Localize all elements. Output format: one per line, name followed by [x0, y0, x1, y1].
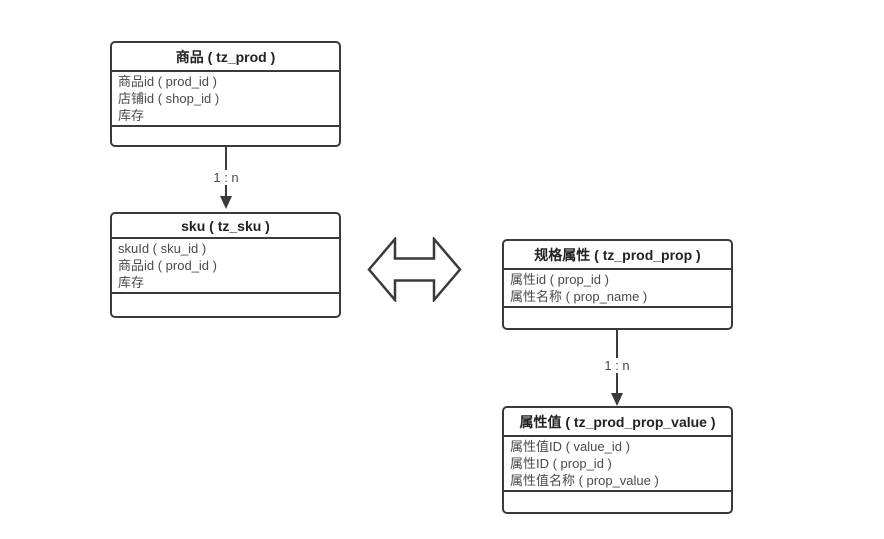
- double-horizontal-arrow-icon: [367, 237, 462, 302]
- entity-row: 属性名称 ( prop_name ): [510, 289, 648, 304]
- entity-sku-rows: skuId ( sku_id ) 商品id ( prod_id ) 库存: [112, 239, 339, 294]
- arrow-down-icon: [220, 196, 232, 209]
- entity-row: 属性ID ( prop_id ): [510, 456, 612, 471]
- entity-prod-prop-empty-section: [504, 308, 731, 328]
- entity-row: 属性值ID ( value_id ): [510, 439, 630, 454]
- entity-prod-prop-title: 规格属性 ( tz_prod_prop ): [504, 241, 731, 270]
- entity-prod-prop-value-empty-section: [504, 492, 731, 512]
- entity-row: 属性id ( prop_id ): [510, 272, 609, 287]
- entity-prod: 商品 ( tz_prod ) 商品id ( prod_id ) 店铺id ( s…: [110, 41, 341, 147]
- connector-prod-sku: 1 : n: [210, 147, 242, 209]
- entity-prod-prop-value-rows: 属性值ID ( value_id ) 属性ID ( prop_id ) 属性值名…: [504, 437, 731, 492]
- entity-prod-prop-value: 属性值 ( tz_prod_prop_value ) 属性值ID ( value…: [502, 406, 733, 514]
- entity-row: 商品id ( prod_id ): [118, 258, 217, 273]
- entity-sku-empty-section: [112, 294, 339, 316]
- entity-prod-rows: 商品id ( prod_id ) 店铺id ( shop_id ) 库存: [112, 72, 339, 127]
- relation-label: 1 : n: [210, 170, 242, 185]
- entity-sku-title: sku ( tz_sku ): [112, 214, 339, 239]
- connector-prop-propvalue: 1 : n: [601, 330, 633, 406]
- entity-prod-empty-section: [112, 127, 339, 145]
- entity-row: 店铺id ( shop_id ): [118, 91, 220, 106]
- entity-row: 库存: [118, 275, 145, 290]
- entity-row: 属性值名称 ( prop_value ): [510, 473, 659, 488]
- entity-row: 商品id ( prod_id ): [118, 74, 217, 89]
- entity-row: skuId ( sku_id ): [118, 241, 207, 256]
- entity-prod-title: 商品 ( tz_prod ): [112, 43, 339, 72]
- entity-prod-prop-value-title: 属性值 ( tz_prod_prop_value ): [504, 408, 731, 437]
- entity-prod-prop-rows: 属性id ( prop_id ) 属性名称 ( prop_name ): [504, 270, 731, 308]
- entity-row: 库存: [118, 108, 145, 123]
- relation-label: 1 : n: [601, 358, 633, 373]
- entity-sku: sku ( tz_sku ) skuId ( sku_id ) 商品id ( p…: [110, 212, 341, 318]
- entity-prod-prop: 规格属性 ( tz_prod_prop ) 属性id ( prop_id ) 属…: [502, 239, 733, 330]
- arrow-down-icon: [611, 393, 623, 406]
